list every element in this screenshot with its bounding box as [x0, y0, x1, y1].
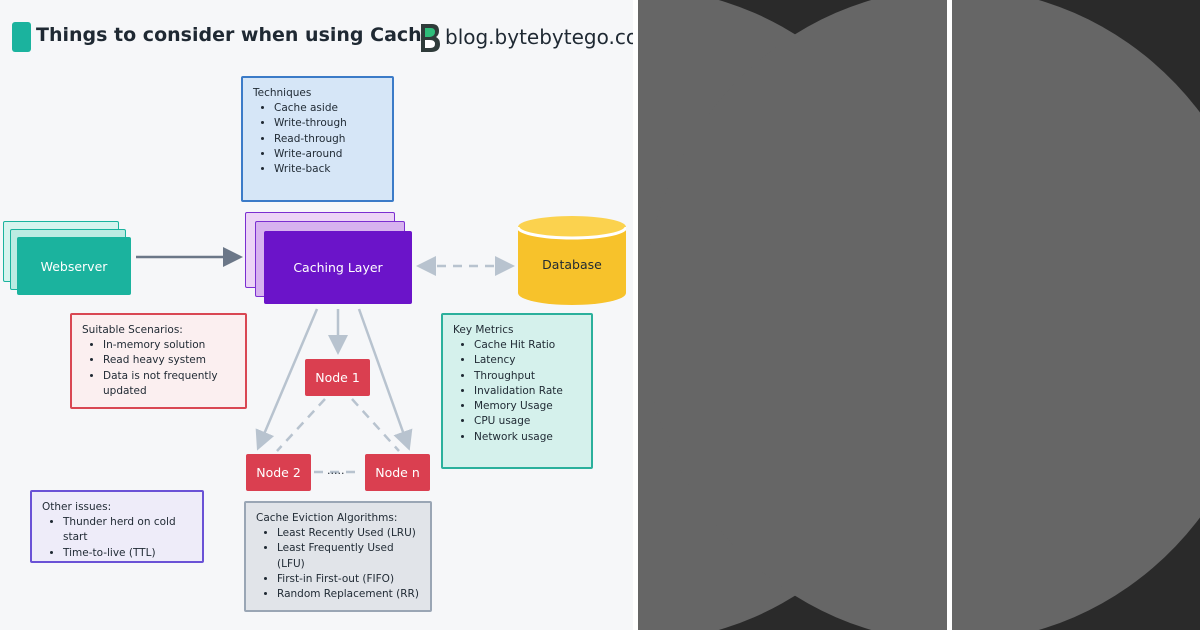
list-item: CPU usage	[474, 414, 581, 429]
list-item: Write-through	[274, 116, 382, 131]
node-2: Node 2	[246, 454, 311, 491]
list-item: Write-back	[274, 162, 382, 177]
list-item: Time-to-live (TTL)	[63, 546, 192, 561]
node-ellipsis: .....	[327, 464, 345, 477]
suitable-heading: Suitable Scenarios:	[82, 324, 183, 336]
other-issues-box: Other issues: Thunder herd on cold start…	[30, 490, 204, 563]
list-item: First-in First-out (FIFO)	[277, 572, 420, 587]
techniques-box: Techniques Cache aside Write-through Rea…	[241, 76, 394, 202]
database-cylinder-icon	[518, 216, 626, 305]
list-item: Random Replacement (RR)	[277, 587, 420, 602]
list-item: Write-around	[274, 147, 382, 162]
cache-to-noden-arrow	[357, 308, 413, 451]
cache-to-node2-arrow	[255, 308, 319, 451]
node-1: Node 1	[305, 359, 370, 396]
suitable-list: In-memory solution Read heavy system Dat…	[82, 338, 235, 399]
list-item: Invalidation Rate	[474, 384, 581, 399]
cache-diagram: Things to consider when using Cache blog…	[0, 0, 633, 630]
brand-url: blog.bytebytego.com	[445, 25, 633, 49]
panel-divider-left	[633, 0, 638, 630]
webserver-node: Webserver	[17, 237, 131, 295]
list-item: Memory Usage	[474, 399, 581, 414]
list-item: Read-through	[274, 132, 382, 147]
connector-lines	[136, 247, 515, 474]
list-item: In-memory solution	[103, 338, 235, 353]
list-item: Cache aside	[274, 101, 382, 116]
metrics-list: Cache Hit Ratio Latency Throughput Inval…	[453, 338, 581, 445]
techniques-heading: Techniques	[253, 87, 312, 99]
title-accent-bar	[12, 22, 31, 52]
right-decorative-panel	[633, 0, 1200, 630]
bytebytego-logo-icon	[421, 24, 440, 52]
key-metrics-box: Key Metrics Cache Hit Ratio Latency Thro…	[441, 313, 593, 469]
caching-layer-node: Caching Layer	[264, 231, 412, 304]
suitable-scenarios-box: Suitable Scenarios: In-memory solution R…	[70, 313, 247, 409]
other-heading: Other issues:	[42, 501, 112, 513]
list-item: Latency	[474, 353, 581, 368]
node1-noden-dashed	[351, 398, 400, 452]
panel-divider-middle	[947, 0, 952, 630]
database-label: Database	[542, 257, 602, 272]
node1-node2-dashed	[276, 398, 326, 452]
other-list: Thunder herd on cold start Time-to-live …	[42, 515, 192, 561]
eviction-algorithms-box: Cache Eviction Algorithms: Least Recentl…	[244, 501, 432, 612]
techniques-list: Cache aside Write-through Read-through W…	[253, 101, 382, 177]
metrics-heading: Key Metrics	[453, 324, 514, 336]
eviction-list: Least Recently Used (LRU) Least Frequent…	[256, 526, 420, 602]
node-n: Node n	[365, 454, 430, 491]
page-title: Things to consider when using Cache	[36, 24, 435, 46]
list-item: Throughput	[474, 369, 581, 384]
eviction-heading: Cache Eviction Algorithms:	[256, 512, 398, 524]
list-item: Least Frequently Used (LFU)	[277, 541, 420, 572]
list-item: Network usage	[474, 430, 581, 445]
list-item: Cache Hit Ratio	[474, 338, 581, 353]
list-item: Least Recently Used (LRU)	[277, 526, 420, 541]
list-item: Data is not frequently updated	[103, 369, 235, 400]
list-item: Read heavy system	[103, 353, 235, 368]
list-item: Thunder herd on cold start	[63, 515, 192, 546]
decorative-half-circle-2	[643, 0, 1200, 630]
